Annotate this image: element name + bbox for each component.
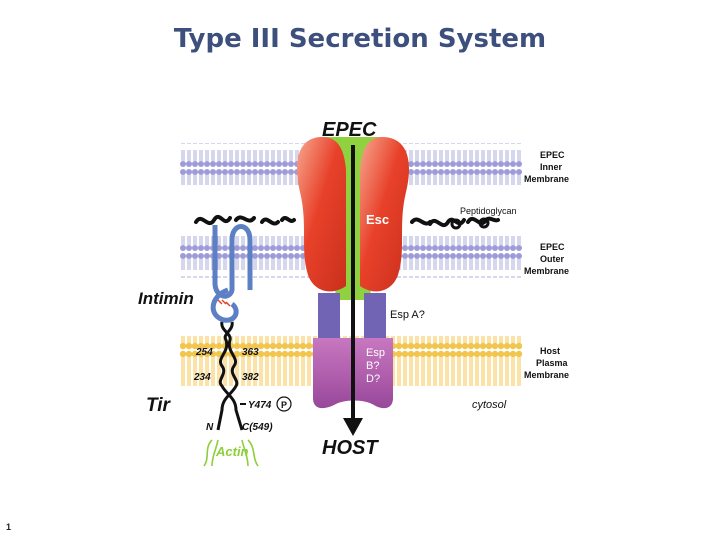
esp-a-label: Esp A?	[390, 309, 425, 321]
residue-254-label: 254	[195, 347, 213, 358]
actin-filaments	[203, 439, 259, 467]
esp-a-filament	[364, 293, 386, 339]
residue-234-label: 234	[193, 372, 211, 383]
cytosol-label: cytosol	[472, 399, 507, 411]
esp-b-label: Esp	[366, 347, 385, 359]
phosphate-badge	[276, 396, 292, 412]
peptidoglycan-layer	[194, 214, 500, 228]
esc-channel-right	[360, 137, 409, 292]
esp-d-label: D?	[366, 373, 380, 385]
intimin-label: Intimin	[138, 289, 194, 308]
esp-a-filament	[318, 293, 340, 339]
epec-inner-membrane-label: Membrane	[524, 174, 569, 184]
slide-title: Type III Secretion System	[173, 24, 547, 54]
host-label: HOST	[322, 437, 379, 459]
esc-label: Esc	[366, 212, 389, 227]
esp-b-label: B?	[366, 360, 379, 372]
epec-inner-membrane-label: EPEC	[540, 150, 565, 160]
epec-outer-membrane-label: Membrane	[524, 266, 569, 276]
tir-label: Tir	[146, 395, 172, 416]
esc-channel-left	[296, 137, 346, 292]
epec-label: EPEC	[322, 119, 377, 141]
y474-label: Y474	[248, 400, 272, 411]
peptidoglycan-loop	[478, 217, 490, 229]
intimin-protein	[212, 224, 253, 299]
c-terminus-label: C(549)	[242, 422, 273, 433]
host-plasma-membrane-label: Plasma	[536, 358, 569, 368]
peptidoglycan-label: Peptidoglycan	[460, 206, 517, 216]
peptidoglycan-loop	[450, 218, 462, 230]
n-terminus-label: N	[206, 422, 214, 433]
host-plasma-membrane-label: Membrane	[524, 370, 569, 380]
slide-number: 1	[6, 522, 12, 532]
residue-363-label: 363	[242, 347, 259, 358]
phosphate-label: P	[281, 400, 287, 410]
epec-inner-membrane-label: Inner	[540, 162, 563, 172]
intimin-binding-site	[217, 299, 231, 307]
actin-label: Actin	[215, 444, 249, 459]
secretion-arrowhead	[343, 418, 363, 436]
epec-outer-membrane-label: EPEC	[540, 242, 565, 252]
host-plasma-membrane-label: Host	[540, 346, 560, 356]
intimin-hook	[210, 287, 239, 323]
epec-outer-membrane-label: Outer	[540, 254, 565, 264]
tir-protein	[216, 321, 244, 431]
residue-382-label: 382	[242, 372, 259, 383]
